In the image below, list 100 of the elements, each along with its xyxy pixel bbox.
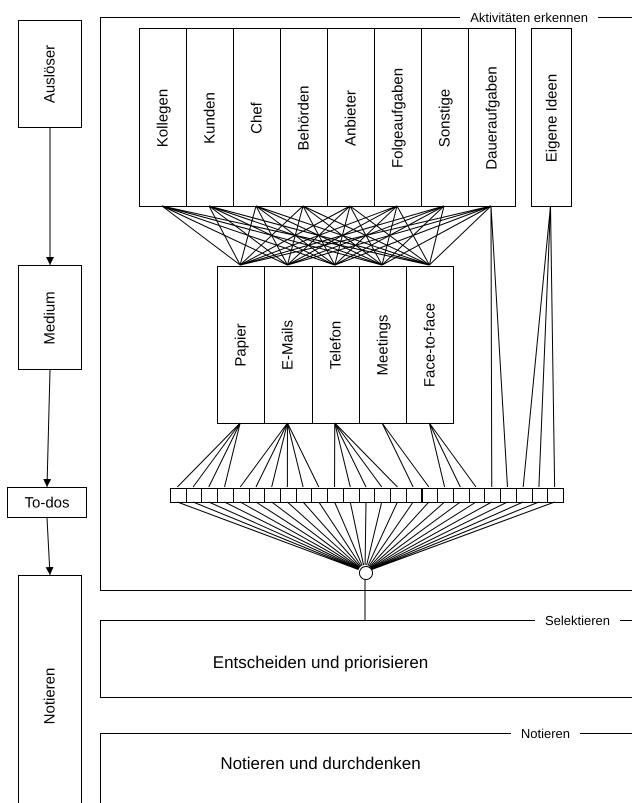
trigger-label: Behörden [296, 84, 312, 150]
trigger-box [421, 28, 469, 207]
connector-line [382, 422, 430, 488]
section-heading: Notieren [510, 726, 580, 741]
medium-label: Telefon [327, 320, 344, 370]
connector-line [286, 502, 360, 568]
medium-box [406, 266, 454, 424]
connector-line [350, 206, 383, 266]
todo-box [217, 488, 234, 503]
connector-line [368, 502, 414, 567]
connector-line [334, 206, 398, 266]
connector-line [208, 206, 383, 266]
connector-line [286, 206, 444, 266]
connector-line [286, 206, 304, 266]
todo-box [452, 488, 470, 503]
stage-box [18, 575, 82, 803]
medium-label: Face-to-face [422, 302, 439, 388]
stage-box [18, 20, 82, 128]
connector-line [162, 206, 288, 266]
connector-line [286, 206, 492, 266]
stage-box [7, 487, 87, 518]
connector-line [334, 206, 492, 266]
trigger-box [531, 28, 572, 207]
trigger-box [468, 28, 516, 207]
connector-line [240, 206, 350, 266]
todo-box [516, 488, 533, 503]
medium-box [217, 266, 266, 424]
connector-line [240, 206, 256, 266]
connector-line [522, 206, 551, 488]
connector-line [224, 422, 241, 488]
section-heading: Selektieren [534, 613, 620, 628]
connector-line [334, 206, 350, 266]
connector-line [318, 502, 362, 567]
stage-label: Auslöser [42, 44, 58, 104]
connector-line [302, 206, 336, 266]
connector-line [286, 206, 398, 266]
connector-line [428, 422, 461, 488]
trigger-label: Eigene Ideen [543, 73, 560, 162]
merge-circle [359, 566, 373, 580]
connector-line [162, 206, 336, 266]
connector-line [367, 502, 398, 566]
connector-line [382, 206, 492, 266]
connector-line [382, 206, 444, 266]
trigger-label: Kollegen [154, 88, 172, 147]
stage-label: Medium [42, 290, 58, 344]
medium-label: Papier [232, 323, 250, 367]
todo-box [547, 488, 564, 503]
todo-box [201, 488, 218, 503]
connector-line [208, 206, 430, 266]
trigger-label: Anbieter [342, 90, 360, 146]
stage-box [18, 265, 82, 370]
connector-line [334, 422, 351, 488]
arrow [46, 518, 54, 576]
connector-line [162, 206, 383, 266]
trigger-box [186, 28, 234, 207]
medium-label: Meetings [374, 314, 392, 376]
todo-box [170, 488, 187, 503]
trigger-label: Chef [248, 102, 266, 134]
connector-line [302, 502, 361, 568]
todo-box [280, 488, 297, 503]
todo-box [484, 488, 502, 503]
connector-line [208, 206, 336, 266]
connector-line [334, 422, 382, 488]
medium-box [358, 266, 408, 424]
connector-line [255, 422, 288, 488]
connector-line [162, 206, 241, 266]
todo-box [342, 488, 360, 503]
connector-line [208, 422, 241, 488]
connector-line [382, 206, 398, 266]
connector-line [192, 422, 241, 488]
connector-line [334, 502, 363, 566]
stage-label: Notieren [42, 667, 58, 724]
trigger-box [139, 28, 187, 207]
todo-box [232, 488, 250, 503]
connector-line [364, 578, 366, 620]
connector-line [490, 206, 508, 488]
todo-box [500, 488, 517, 503]
connector-line [256, 206, 383, 266]
connector-line [428, 422, 477, 488]
todo-box [264, 488, 281, 503]
connector-line [334, 422, 398, 488]
section-text: Entscheiden und priorisieren [212, 653, 430, 673]
connector-line [428, 206, 444, 266]
todo-box [327, 488, 344, 503]
connector-line [302, 206, 430, 266]
connector-line [350, 502, 364, 566]
connector-line [240, 206, 492, 266]
connector-line [240, 206, 398, 266]
connector-line [369, 502, 430, 568]
trigger-box [280, 28, 328, 207]
connector-line [334, 422, 336, 488]
connector-line [334, 422, 366, 488]
connector-line [256, 206, 288, 266]
connector-line [208, 206, 241, 266]
connector-line [428, 206, 492, 266]
connector-line [428, 422, 446, 488]
connector-line [256, 206, 336, 266]
connector-line [271, 502, 360, 568]
todo-box [390, 488, 407, 503]
connector-line [350, 206, 430, 266]
